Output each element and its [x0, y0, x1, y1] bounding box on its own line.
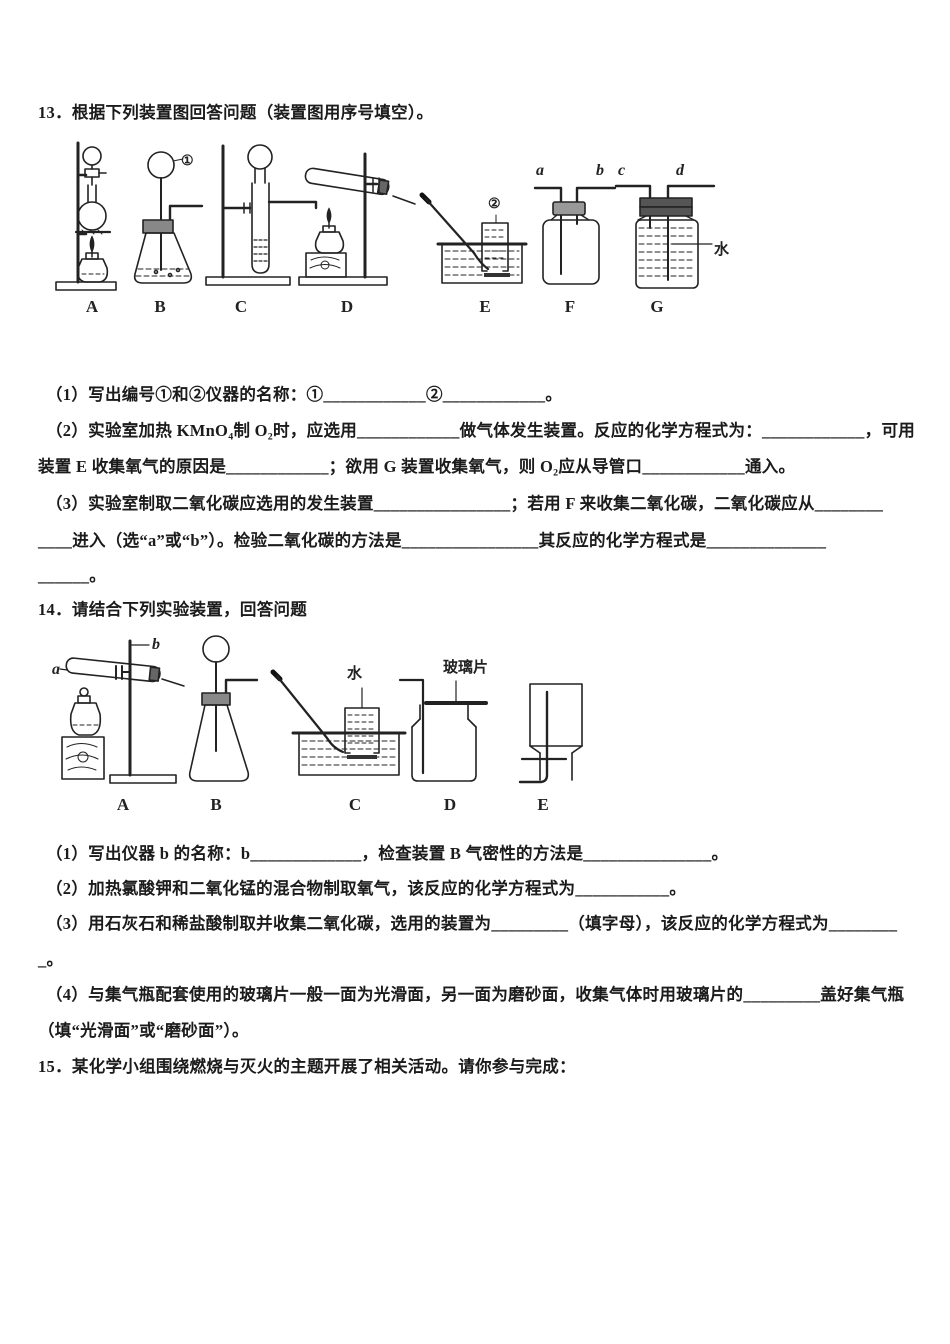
- q13-sub2-line2: 装置 E 收集氧气的原因是____________；欲用 G 装置收集氧气，则 …: [38, 457, 796, 476]
- apparatus-13-F: [533, 178, 617, 290]
- port-c-label: c: [618, 162, 626, 179]
- q14-sub4-line1: （4）与集气瓶配套使用的玻璃片一般一面为光滑面，另一面为磨砂面，收集气体时用玻璃…: [46, 985, 905, 1004]
- apparatus-13-E: [408, 185, 543, 295]
- q14-sub4-line2: （填“光滑面”或“磨砂面”）。: [38, 1021, 249, 1040]
- callout-circle2-label: ②: [488, 197, 501, 212]
- callout-circle1-label: ①: [181, 154, 194, 169]
- q13-sub3-line3: ______。: [38, 566, 107, 585]
- apparatus-13-D: [293, 150, 421, 296]
- q15-header: 15．某化学小组围绕燃烧与灭火的主题开展了相关活动。请你参与完成：: [38, 1057, 576, 1076]
- apparatus-13-B: [126, 148, 208, 296]
- q13-sub3-line2: ____进入（选“a”或“b”）。检验二氧化碳的方法是_____________…: [38, 531, 827, 550]
- q14-header: 14．请结合下列实验装置，回答问题: [38, 600, 308, 619]
- water-label-13g: 水: [714, 242, 730, 258]
- apparatus-13-G: [616, 178, 718, 293]
- apparatus-label-13-A: A: [85, 297, 99, 316]
- label-b-stand: b: [152, 636, 160, 653]
- apparatus-14-E: [520, 680, 595, 792]
- apparatus-13-A: [40, 135, 140, 297]
- apparatus-label-14-C: C: [348, 795, 362, 814]
- apparatus-label-14-A: A: [116, 795, 130, 814]
- q13-sub1: （1）写出编号①和②仪器的名称：①____________②__________…: [46, 385, 563, 404]
- apparatus-label-14-D: D: [443, 795, 457, 814]
- port-b-label: b: [596, 162, 604, 179]
- apparatus-label-13-C: C: [234, 297, 248, 316]
- q14-sub1: （1）写出仪器 b 的名称：b_____________，检查装置 B 气密性的…: [46, 844, 729, 863]
- port-d-label: d: [676, 162, 684, 179]
- apparatus-14-D: [400, 655, 492, 787]
- port-a-label: a: [536, 162, 544, 179]
- label-a-testtube: a: [52, 661, 60, 678]
- apparatus-14-C: [265, 660, 410, 780]
- apparatus-14-A: [50, 635, 190, 787]
- apparatus-13-C: [198, 140, 323, 296]
- apparatus-label-13-E: E: [479, 297, 491, 316]
- q13-header: 13．根据下列装置图回答问题（装置图用序号填空）。: [38, 103, 434, 122]
- apparatus-label-13-F: F: [564, 297, 576, 316]
- water-label-14c: 水: [347, 666, 363, 682]
- q13-sub3-line1: （3）实验室制取二氧化碳应选用的发生装置________________；若用 …: [46, 494, 884, 513]
- glass-plate-label: 玻璃片: [443, 660, 489, 676]
- apparatus-label-14-B: B: [210, 795, 222, 814]
- q14-sub2: （2）加热氯酸钾和二氧化锰的混合物制取氧气，该反应的化学方程式为________…: [46, 879, 687, 898]
- q13-sub2-line1: （2）实验室加热 KMnO₄制 O₂时，应选用____________做气体发生…: [46, 421, 916, 440]
- apparatus-label-13-G: G: [650, 297, 664, 316]
- apparatus-14-B: [180, 633, 270, 788]
- q14-sub3-line2: _。: [38, 950, 64, 969]
- q14-sub3-line1: （3）用石灰石和稀盐酸制取并收集二氧化碳，选用的装置为_________（填字母…: [46, 914, 898, 933]
- apparatus-label-14-E: E: [537, 795, 549, 814]
- apparatus-label-13-D: D: [340, 297, 354, 316]
- apparatus-label-13-B: B: [154, 297, 166, 316]
